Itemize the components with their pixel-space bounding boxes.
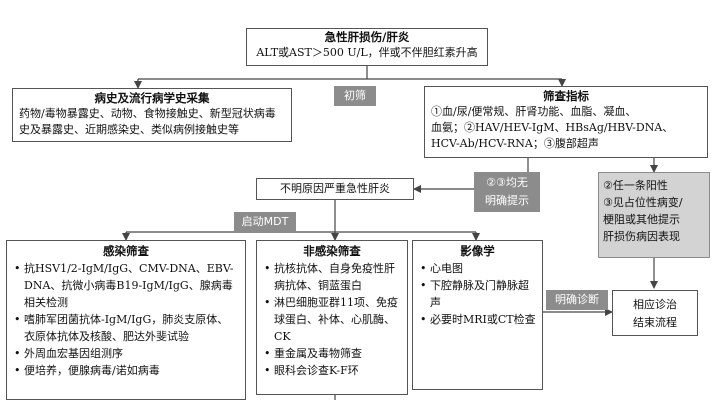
positive-hint-line-2: ③见占位性病变/ xyxy=(603,196,683,209)
unexplained-hepatitis-box: 不明原因严重急性肝炎 xyxy=(256,178,414,200)
screening-title: 筛查指标 xyxy=(543,89,589,103)
imaging-box: 影像学 心电图 下腔静脉及门静脉超声 必要时MRI或CT检查 xyxy=(412,240,543,390)
end-line-1: 相应诊治 xyxy=(633,298,677,311)
noninfection-item: 重金属及毒物筛查 xyxy=(263,345,401,362)
noninfection-item: 眼科会诊查K-F环 xyxy=(263,362,401,379)
end-process-box: 相应诊治 结束流程 xyxy=(612,290,698,336)
noninfection-item: 抗核抗体、自身免疫性肝病抗体、铜蓝蛋白 xyxy=(263,260,401,294)
history-title: 病史及流行病学史采集 xyxy=(94,91,210,105)
noninfection-screening-list: 抗核抗体、自身免疫性肝病抗体、铜蓝蛋白 淋巴细胞亚群11项、免疫球蛋白、补体、心… xyxy=(263,260,401,379)
positive-hint-line-1: ②任一条阳性 xyxy=(603,179,668,192)
imaging-list: 心电图 下腔静脉及门静脉超声 必要时MRI或CT检查 xyxy=(419,260,536,328)
infection-item: 便培养，便腺病毒/诺如病毒 xyxy=(13,362,239,379)
positive-hint-line-4: 肝损伤病因表现 xyxy=(603,230,680,243)
imaging-title: 影像学 xyxy=(460,244,495,258)
clear-diagnosis-label: 明确诊断 xyxy=(546,290,608,310)
screening-line-3: HCV-Ab/HCV-RNA；③腹部超声 xyxy=(431,137,599,150)
no-clear-hint-line-2: 明确提示 xyxy=(485,194,529,207)
end-line-2: 结束流程 xyxy=(633,316,677,329)
history-text: 药物/毒物暴露史、动物、食物接触史、新型冠状病毒史及暴露史、近期感染史、类似病例… xyxy=(19,107,276,136)
acute-liver-injury-title: 急性肝损伤/肝炎 xyxy=(324,30,410,44)
screening-line-2: 血氨；②HAV/HEV-IgM、HBsAg/HBV-DNA、 xyxy=(431,121,674,134)
infection-screening-list: 抗HSV1/2-IgM/IgG、CMV-DNA、EBV-DNA、抗微小病毒B19… xyxy=(13,260,239,379)
infection-screening-title: 感染筛查 xyxy=(103,244,149,258)
positive-hint-box: ②任一条阳性 ③见占位性病变/ 梗阻或其他提示 肝损伤病因表现 xyxy=(598,172,710,258)
screening-box: 筛查指标 ①血/尿/便常规、肝肾功能、血脂、凝血、 血氨；②HAV/HEV-Ig… xyxy=(424,86,708,158)
infection-item: 抗HSV1/2-IgM/IgG、CMV-DNA、EBV-DNA、抗微小病毒B19… xyxy=(13,260,239,311)
infection-screening-box: 感染筛查 抗HSV1/2-IgM/IgG、CMV-DNA、EBV-DNA、抗微小… xyxy=(6,240,246,400)
acute-liver-injury-box: 急性肝损伤/肝炎 ALT或AST＞500 U/L，伴或不伴胆红素升高 xyxy=(246,28,488,66)
noninfection-screening-title: 非感染筛查 xyxy=(303,244,361,258)
noninfection-screening-box: 非感染筛查 抗核抗体、自身免疫性肝病抗体、铜蓝蛋白 淋巴细胞亚群11项、免疫球蛋… xyxy=(256,240,408,395)
imaging-item: 必要时MRI或CT检查 xyxy=(419,311,536,328)
start-mdt-label: 启动MDT xyxy=(234,212,296,232)
no-clear-hint-label: ②③均无 明确提示 xyxy=(474,172,540,212)
noninfection-item: 淋巴细胞亚群11项、免疫球蛋白、补体、心肌酶、CK xyxy=(263,294,401,345)
history-box: 病史及流行病学史采集 药物/毒物暴露史、动物、食物接触史、新型冠状病毒史及暴露史… xyxy=(12,88,292,142)
positive-hint-line-3: 梗阻或其他提示 xyxy=(603,213,680,226)
screening-line-1: ①血/尿/便常规、肝肾功能、血脂、凝血、 xyxy=(431,105,637,118)
imaging-item: 心电图 xyxy=(419,260,536,277)
no-clear-hint-line-1: ②③均无 xyxy=(486,176,528,189)
infection-item: 嗜肺军团菌抗体-IgM/IgG，肺炎支原体、衣原体抗体及核酸、肥达外斐试验 xyxy=(13,311,239,345)
initial-screen-label: 初筛 xyxy=(334,86,376,106)
imaging-item: 下腔静脉及门静脉超声 xyxy=(419,277,536,311)
acute-liver-injury-criteria: ALT或AST＞500 U/L，伴或不伴胆红素升高 xyxy=(256,46,478,59)
infection-item: 外周血宏基因组测序 xyxy=(13,345,239,362)
